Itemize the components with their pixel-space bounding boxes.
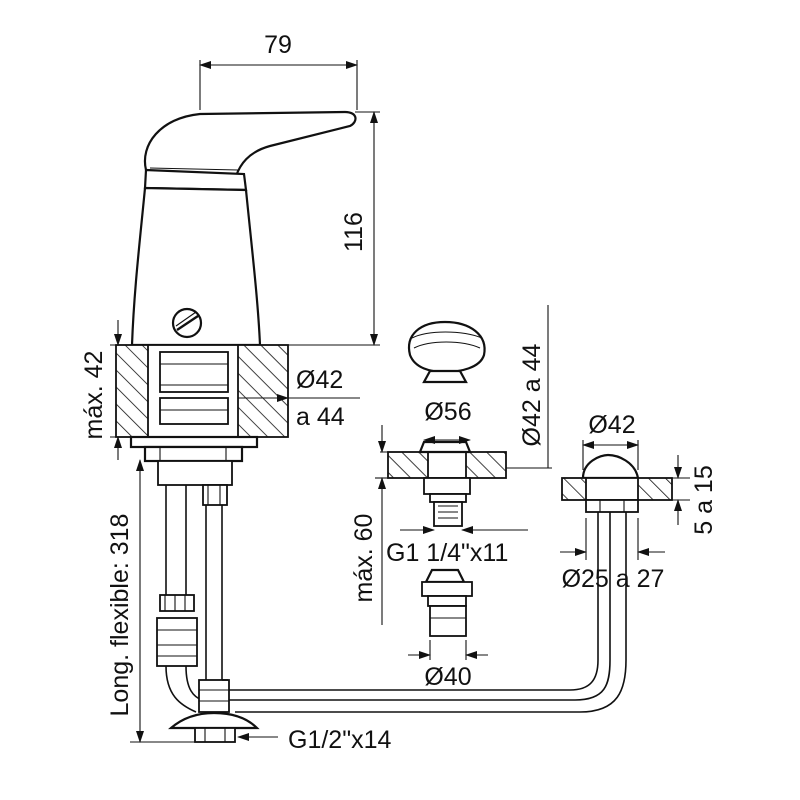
label-hole-dia-a: Ø42: [296, 366, 343, 394]
label-cap-range: 5 a 15: [690, 465, 718, 535]
set-screw-icon: [171, 307, 203, 339]
spout-outlet-view: [387, 320, 507, 637]
label-thread-outlet: G1 1/4"x11: [386, 539, 508, 567]
label-max-60: máx. 60: [350, 514, 378, 603]
label-flex-length: Long. flexible: 318: [106, 514, 134, 717]
label-thread-inlet: G1/2"x14: [288, 726, 391, 754]
label-base-dia: Ø40: [424, 663, 471, 691]
dimension-labels: 79 116 máx. 42 Ø42 a 44 Long. flexible: …: [80, 31, 718, 754]
aerator-knob-icon: [407, 320, 486, 374]
cap-view: [561, 453, 673, 513]
label-deck-max: máx. 42: [80, 351, 108, 440]
faucet-view: [115, 110, 627, 743]
faucet-collar: [143, 168, 248, 192]
dimension-lines: [110, 60, 690, 743]
base-rosette: [168, 711, 260, 730]
faucet-handle: [143, 110, 357, 178]
label-cap-dia: Ø42: [588, 411, 635, 439]
deck-section: [115, 344, 289, 438]
label-outlet-range: Ø25 a 27: [562, 565, 665, 593]
cap-dome-icon: [581, 453, 640, 480]
label-hole-dia-b: a 44: [296, 403, 345, 431]
label-rosette-dia: Ø56: [424, 398, 471, 426]
label-body-height: 116: [340, 212, 368, 252]
outlet-hose: [229, 512, 599, 691]
label-hole-range: Ø42 a 44: [518, 343, 546, 446]
label-handle-width: 79: [264, 31, 292, 59]
